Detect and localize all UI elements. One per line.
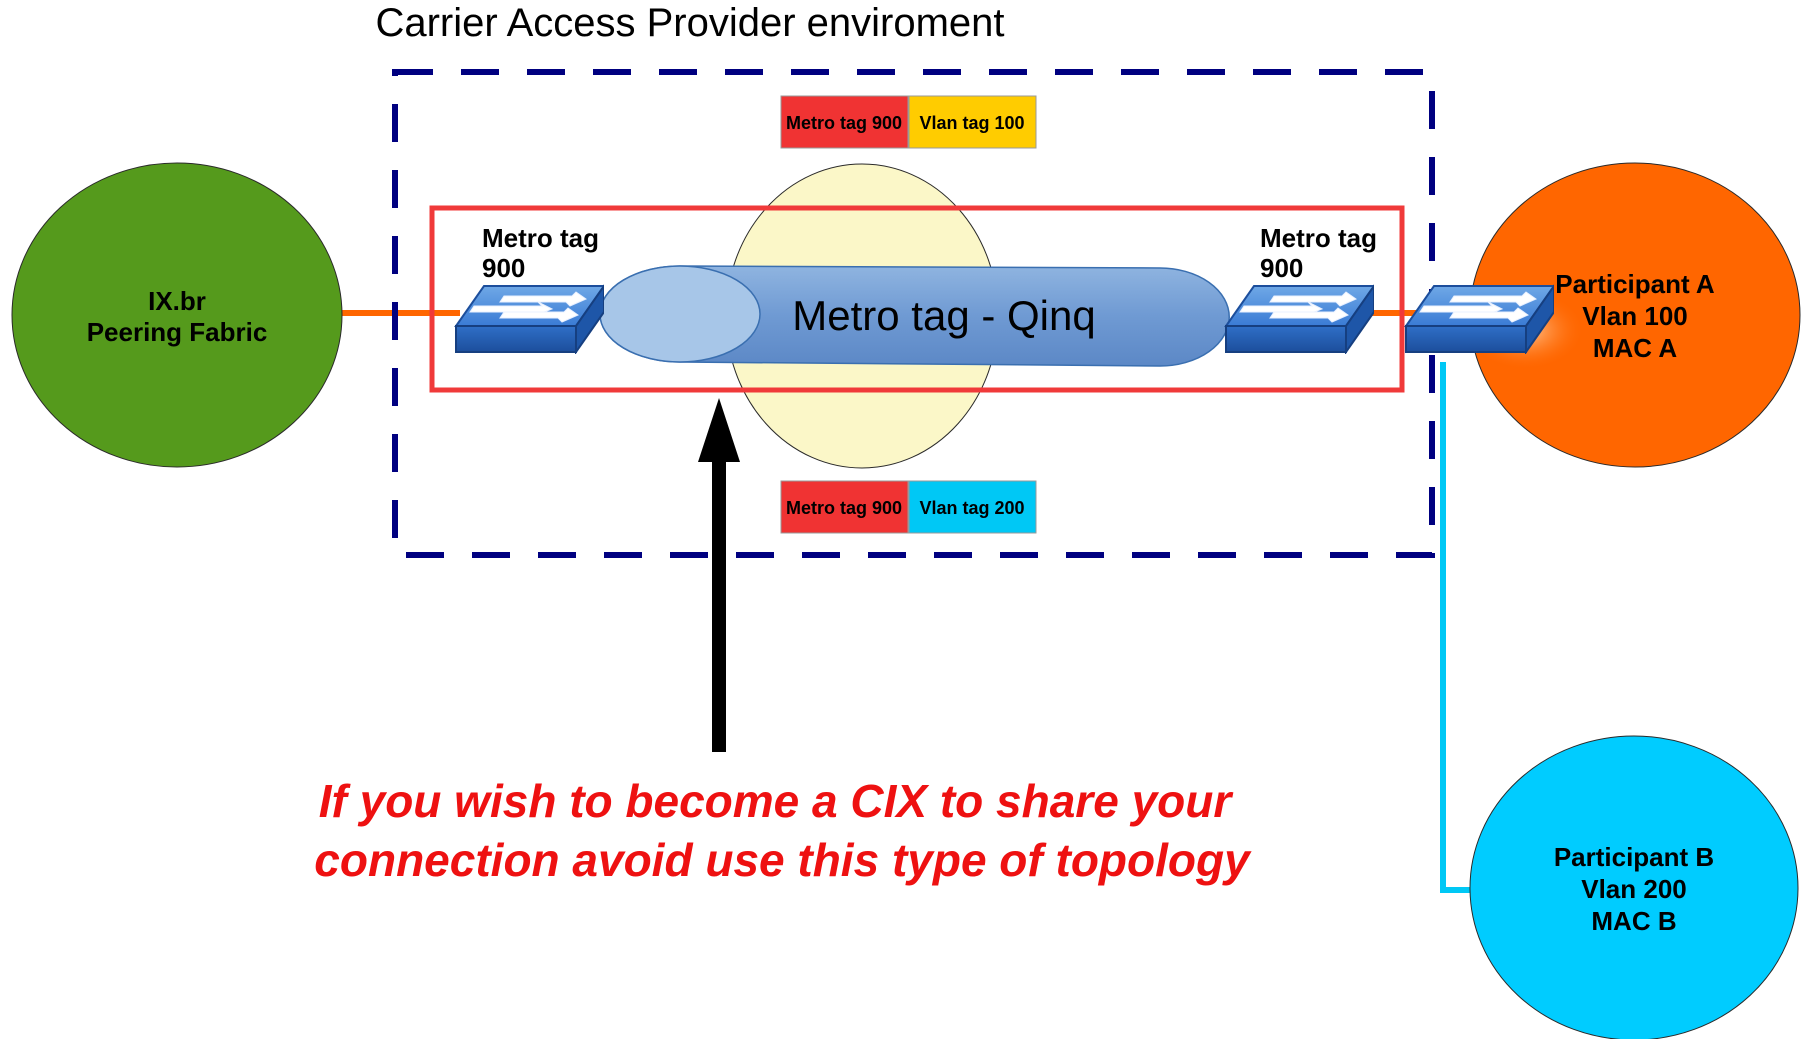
participant-b-label-line2: Vlan 200	[1581, 874, 1687, 904]
right-switch-label-line2: 900	[1260, 253, 1303, 283]
ix-node-label-line2: Peering Fabric	[87, 317, 268, 347]
qinq-tunnel-end	[599, 265, 761, 363]
tag-bottom-vlan-box	[908, 480, 1037, 534]
right-switch-icon	[1225, 285, 1374, 353]
participant-b-link-line	[1440, 362, 1470, 893]
ix-node-label-line1: IX.br	[148, 286, 206, 316]
participant-a-label-line3: MAC A	[1593, 333, 1677, 363]
left-switch-label-line2: 900	[482, 253, 525, 283]
participant-a-label-line2: Vlan 100	[1582, 301, 1688, 331]
tag-top-metro-box	[780, 95, 909, 149]
participant-a-label-line1: Participant A	[1555, 269, 1715, 299]
participant-b-node	[1469, 735, 1799, 1039]
warning-text-line2: connection avoid use this type of topolo…	[314, 834, 1252, 886]
participant-b-label-line3: MAC B	[1591, 906, 1676, 936]
diagram-title: Carrier Access Provider enviroment	[375, 1, 1004, 45]
participant-a-switch-icon	[1405, 285, 1554, 353]
tag-top-vlan-label: Vlan tag 100	[919, 113, 1024, 133]
right-switch-label-line1: Metro tag	[1260, 223, 1377, 253]
ix-peering-fabric-node	[11, 162, 343, 468]
tag-top-metro-label: Metro tag 900	[786, 113, 902, 133]
tag-bottom-vlan-label: Vlan tag 200	[919, 498, 1024, 518]
tag-bottom-metro-box	[780, 480, 909, 534]
left-switch-label-line1: Metro tag	[482, 223, 599, 253]
tag-top-vlan-box	[908, 95, 1037, 149]
participant-b-label-line1: Participant B	[1554, 842, 1714, 872]
warning-text-line1: If you wish to become a CIX to share you…	[319, 775, 1234, 827]
tunnel-label: Metro tag - Qinq	[792, 292, 1095, 339]
warning-arrow-shaft	[712, 458, 726, 752]
qinq-highlight-box	[429, 205, 1405, 393]
tag-bottom-metro-label: Metro tag 900	[786, 498, 902, 518]
warning-arrow-head	[698, 398, 740, 462]
left-switch-icon	[455, 285, 604, 353]
